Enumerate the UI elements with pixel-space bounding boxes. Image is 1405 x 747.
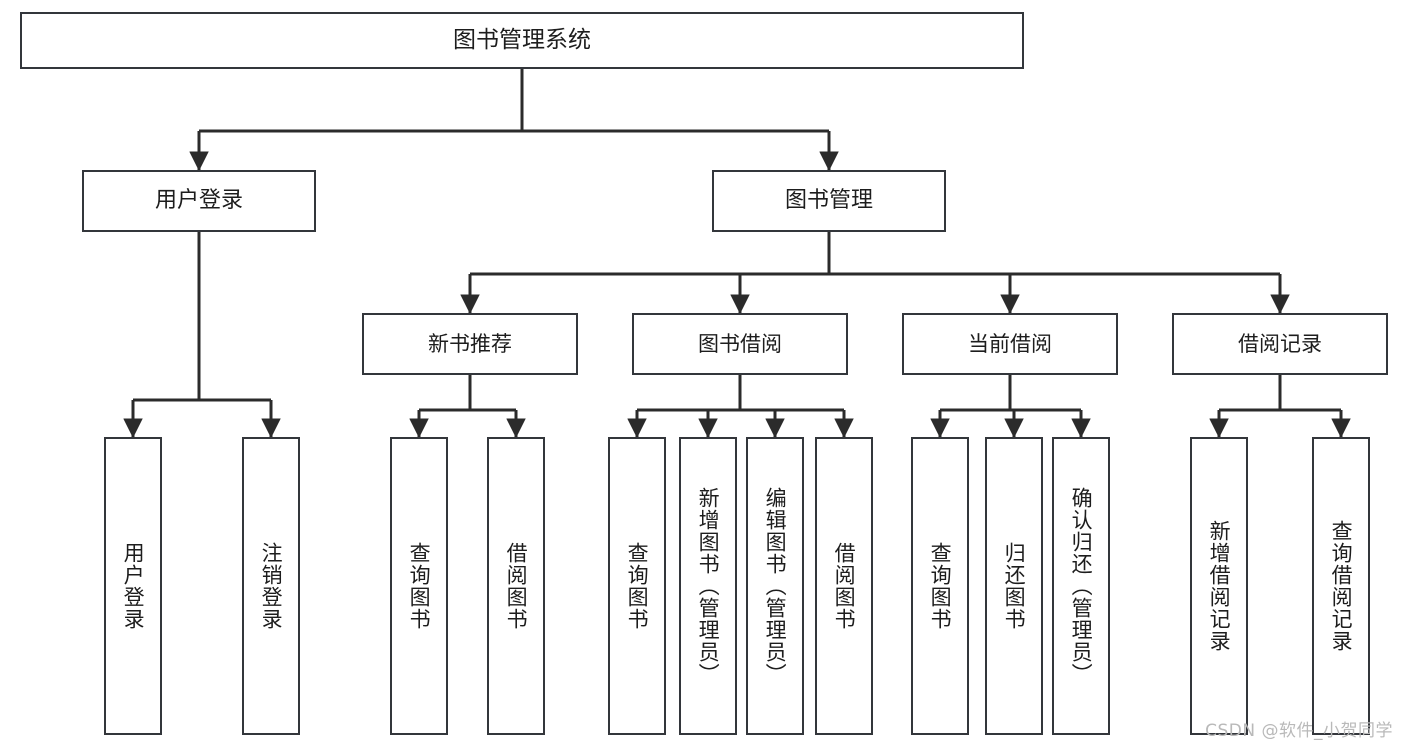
node-leaf-borrow-book-2[interactable]: 借阅图书 [815, 437, 873, 735]
node-book-borrow[interactable]: 图书借阅 [632, 313, 848, 375]
csdn-watermark: CSDN @软件_小贺同学 [1205, 721, 1393, 741]
node-root-system[interactable]: 图书管理系统 [20, 12, 1024, 69]
node-leaf-add-book-admin[interactable]: 新增图书（管理员） [679, 437, 737, 735]
node-label: 借阅图书 [504, 542, 529, 630]
node-label: 借阅记录 [1238, 331, 1322, 356]
node-label: 用户登录 [154, 188, 243, 214]
node-leaf-user-login[interactable]: 用户登录 [104, 437, 162, 735]
node-user-login[interactable]: 用户登录 [82, 170, 316, 232]
node-leaf-borrow-book-1[interactable]: 借阅图书 [487, 437, 545, 735]
node-label: 确认归还（管理员） [1069, 487, 1094, 685]
node-book-management[interactable]: 图书管理 [712, 170, 946, 232]
node-label: 借阅图书 [832, 542, 857, 630]
node-leaf-edit-book-admin[interactable]: 编辑图书（管理员） [746, 437, 804, 735]
node-label: 查询图书 [928, 542, 953, 630]
node-leaf-query-book-3[interactable]: 查询图书 [911, 437, 969, 735]
node-borrow-record[interactable]: 借阅记录 [1172, 313, 1388, 375]
node-label: 查询借阅记录 [1329, 520, 1354, 652]
node-label: 编辑图书（管理员） [763, 487, 788, 685]
node-label: 查询图书 [407, 542, 432, 630]
node-label: 查询图书 [625, 542, 650, 630]
node-label: 图书借阅 [698, 331, 782, 356]
node-label: 归还图书 [1002, 542, 1027, 630]
node-label: 新增借阅记录 [1207, 520, 1232, 652]
node-current-borrow[interactable]: 当前借阅 [902, 313, 1118, 375]
node-label: 新书推荐 [428, 331, 512, 356]
node-leaf-query-borrow-record[interactable]: 查询借阅记录 [1312, 437, 1370, 735]
node-label: 当前借阅 [968, 331, 1052, 356]
node-leaf-user-logout[interactable]: 注销登录 [242, 437, 300, 735]
node-new-book-recommend[interactable]: 新书推荐 [362, 313, 578, 375]
node-leaf-return-book[interactable]: 归还图书 [985, 437, 1043, 735]
node-label: 注销登录 [259, 542, 284, 630]
node-label: 用户登录 [121, 542, 146, 630]
node-leaf-query-book-2[interactable]: 查询图书 [608, 437, 666, 735]
node-label: 图书管理 [784, 188, 873, 214]
node-leaf-confirm-return-admin[interactable]: 确认归还（管理员） [1052, 437, 1110, 735]
node-label: 新增图书（管理员） [696, 487, 721, 685]
node-label: 图书管理系统 [453, 27, 591, 54]
node-leaf-query-book-1[interactable]: 查询图书 [390, 437, 448, 735]
node-leaf-add-borrow-record[interactable]: 新增借阅记录 [1190, 437, 1248, 735]
